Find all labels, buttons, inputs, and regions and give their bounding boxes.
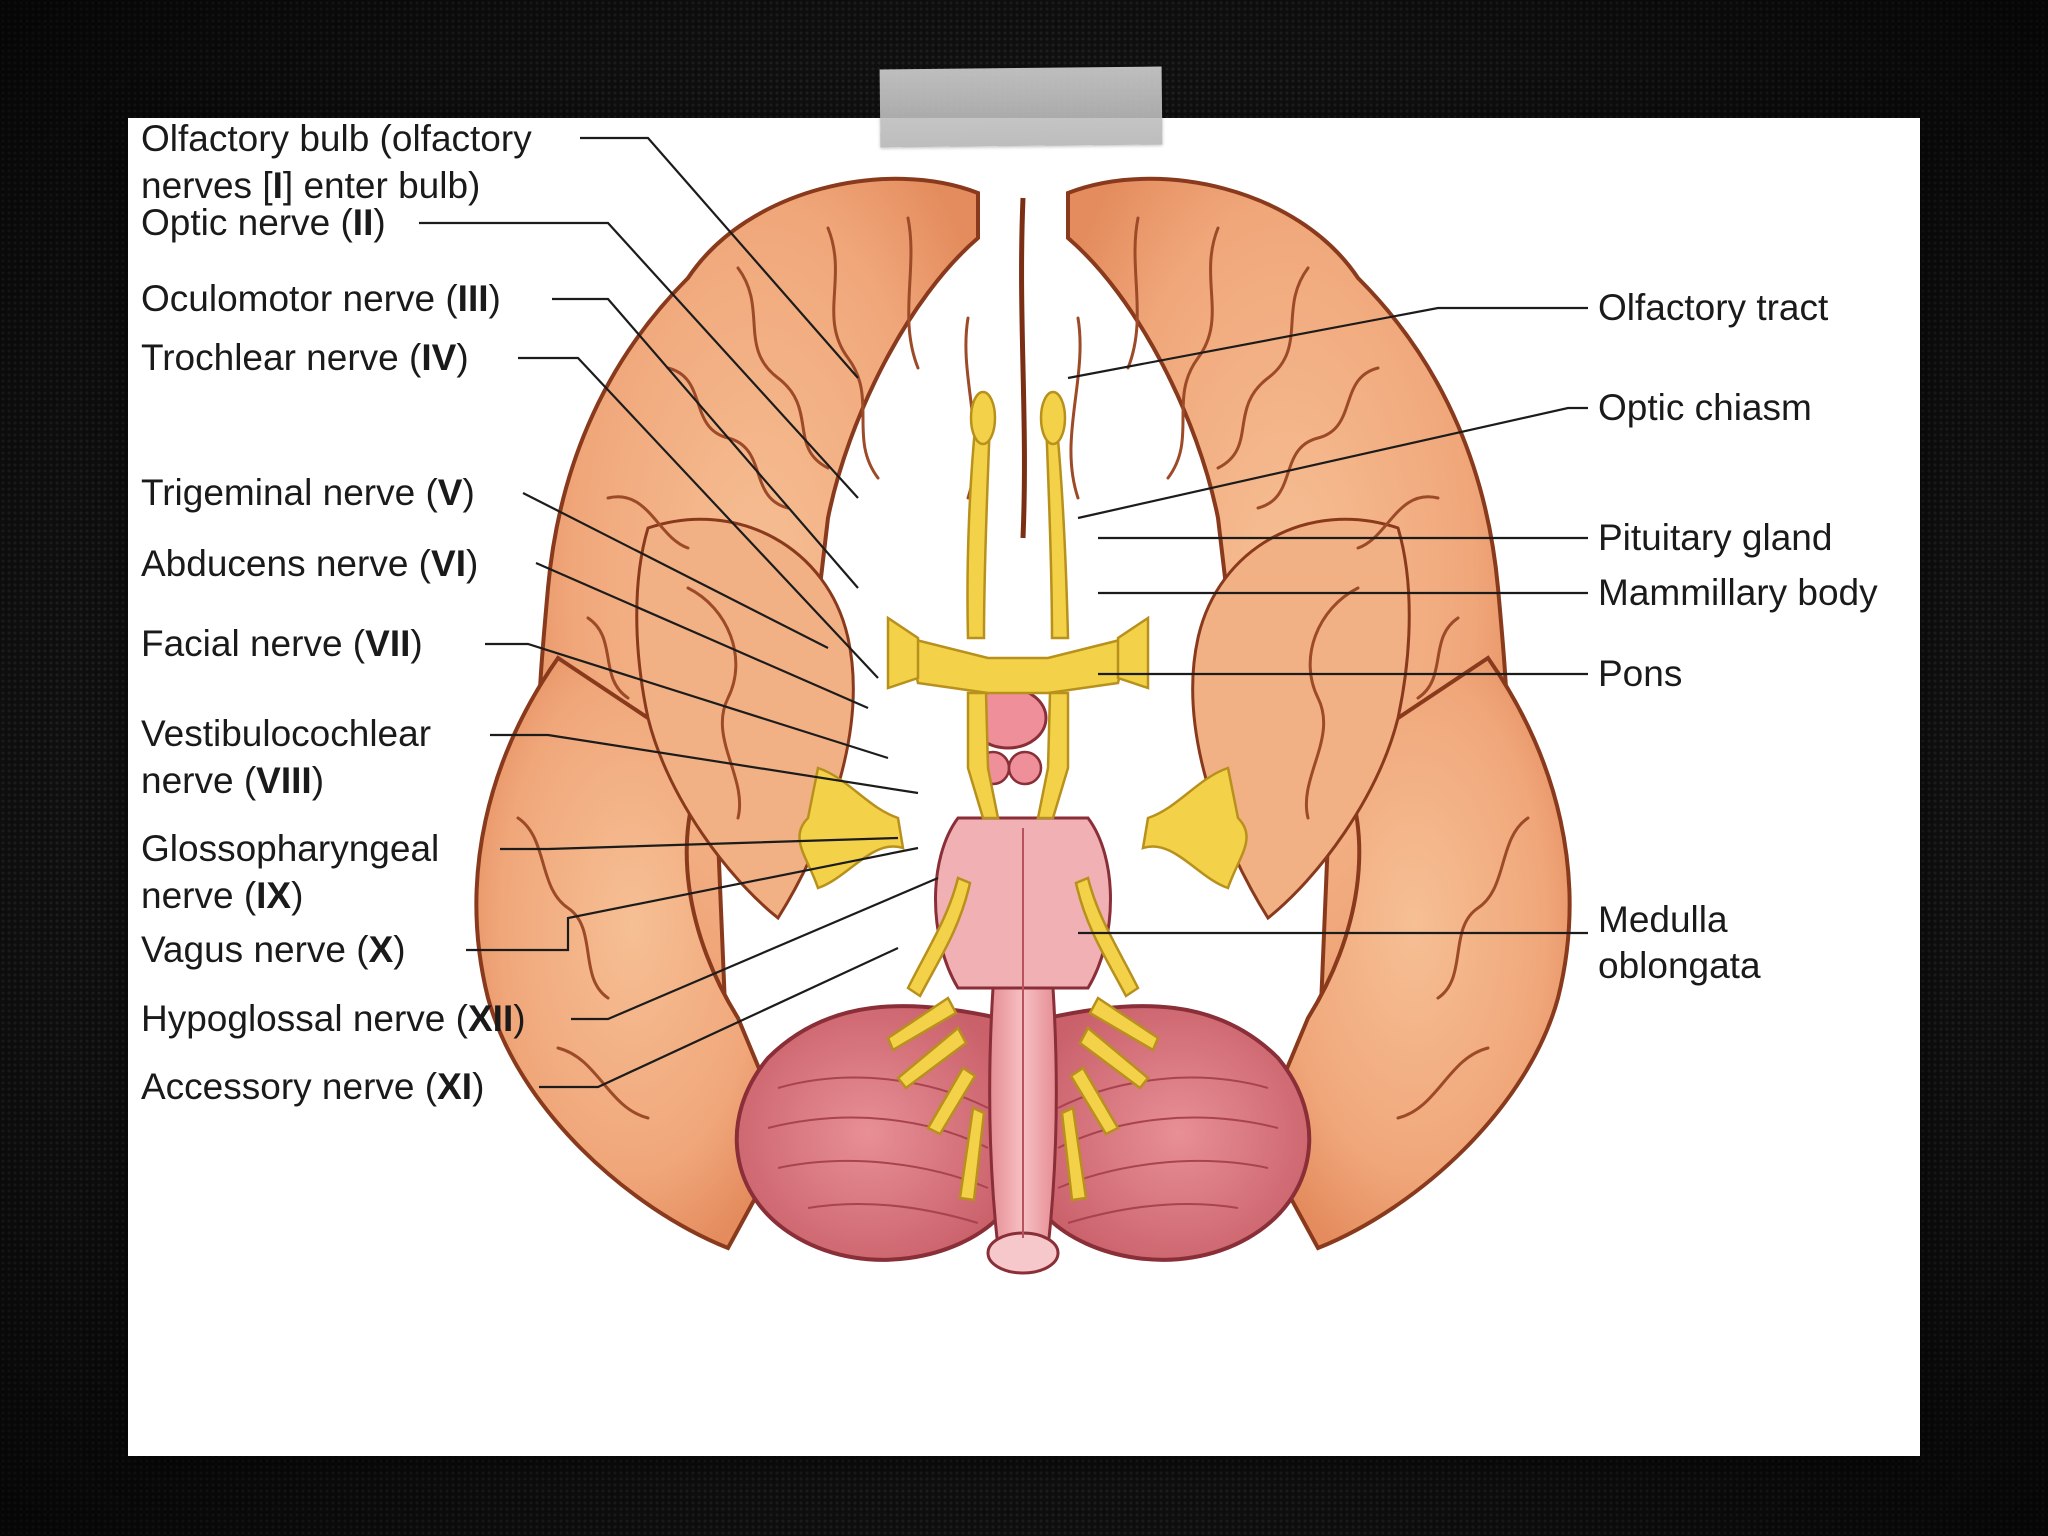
olfactory-bulb-left	[969, 390, 997, 446]
leader-abducens	[535, 561, 869, 710]
cerebral-sulci	[516, 216, 1530, 1120]
cerebrum	[474, 176, 1572, 1251]
label-facial-nerve: Facial nerve (VII)	[141, 623, 423, 664]
trigeminal-nerve-right	[1141, 766, 1248, 890]
hypoglossal-left	[958, 1106, 986, 1202]
label-vagus-nerve: Vagus nerve (X)	[141, 929, 406, 970]
label-accessory-nerve: Accessory nerve (XI)	[141, 1066, 484, 1107]
vestibulocochlear-left	[886, 996, 958, 1052]
leader-oculomotor	[552, 297, 859, 589]
vagus-right	[1069, 1066, 1120, 1136]
olfactory-bulb-right	[1039, 390, 1067, 446]
vestibulocochlear-right	[1088, 996, 1160, 1052]
medulla-cut-surface	[986, 1231, 1060, 1275]
olfactory-tract-left	[966, 416, 992, 640]
leader-glossopharyngeal	[500, 836, 899, 851]
leader-optic-chiasm	[1077, 406, 1588, 520]
left-temporal-pole	[635, 517, 855, 921]
right-labels: Olfactory tract Optic chiasm Pituitary g…	[1598, 287, 1878, 986]
label-trigeminal-nerve: Trigeminal nerve (V)	[141, 472, 475, 513]
glossopharyngeal-left	[896, 1026, 968, 1090]
label-vestibulocochlear-line2: nerve (VIII)	[141, 760, 324, 801]
vagus-left	[926, 1066, 977, 1136]
label-glossopharyngeal-line1: Glossopharyngeal	[141, 828, 439, 869]
label-optic-chiasm: Optic chiasm	[1598, 387, 1812, 428]
leader-accessory	[539, 947, 899, 1089]
brain-inferior-view-diagram: Olfactory bulb (olfactory nerves [I] ent…	[141, 118, 1878, 1275]
label-abducens-nerve: Abducens nerve (VI)	[141, 543, 478, 584]
abducens-nerve-right	[1074, 876, 1140, 998]
longitudinal-fissure	[1019, 197, 1027, 539]
cranial-nerves	[798, 390, 1248, 1202]
right-temporal-pole	[1191, 517, 1411, 921]
leader-vestibulocochlear	[490, 733, 919, 795]
label-medulla-line1: Medulla	[1598, 899, 1728, 940]
leader-lines	[419, 136, 1588, 1089]
leader-vagus	[466, 846, 919, 952]
hypoglossal-right	[1060, 1106, 1088, 1202]
abducens-nerve-left	[906, 876, 972, 998]
label-olfactory-tract: Olfactory tract	[1598, 287, 1829, 328]
leader-trochlear	[518, 356, 879, 679]
mammillary-body-right	[1007, 750, 1043, 786]
label-glossopharyngeal-line2: nerve (IX)	[141, 875, 303, 916]
leader-facial	[485, 642, 889, 760]
right-temporal-lobe	[1255, 655, 1572, 1251]
optic-nerve-left	[886, 615, 920, 690]
left-temporal-lobe	[474, 655, 791, 1251]
label-optic-nerve: Optic nerve (II)	[141, 202, 386, 243]
optic-tract-left	[966, 691, 1000, 820]
label-hypoglossal-nerve: Hypoglossal nerve (XII)	[141, 998, 526, 1039]
brainstem	[934, 816, 1112, 1275]
label-olfactory-bulb-line2: nerves [I] enter bulb)	[141, 165, 480, 206]
leader-trigeminal	[522, 492, 829, 649]
label-oculomotor-nerve: Oculomotor nerve (III)	[141, 278, 501, 319]
label-pituitary-gland: Pituitary gland	[1598, 517, 1832, 558]
label-olfactory-bulb-line1: Olfactory bulb (olfactory	[141, 118, 532, 159]
leader-olfactory-tract	[1067, 306, 1588, 380]
optic-tract-right	[1036, 691, 1070, 820]
leader-olfactory-bulb	[580, 136, 859, 379]
trigeminal-nerve-left	[798, 766, 905, 890]
label-trochlear-nerve: Trochlear nerve (IV)	[141, 337, 469, 378]
label-pons: Pons	[1598, 653, 1682, 694]
left-labels: Olfactory bulb (olfactory nerves [I] ent…	[141, 118, 532, 1107]
label-mammillary-body: Mammillary body	[1598, 572, 1878, 613]
leader-hypoglossal	[571, 876, 939, 1021]
olfactory-tract-right	[1044, 416, 1070, 640]
glossopharyngeal-right	[1078, 1026, 1150, 1090]
leader-optic-nerve	[419, 221, 859, 499]
label-medulla-line2: oblongata	[1598, 945, 1761, 986]
label-vestibulocochlear-line1: Vestibulocochlear	[141, 713, 431, 754]
optic-chiasm-shape	[906, 636, 1130, 695]
optic-nerve-right	[1116, 615, 1150, 690]
